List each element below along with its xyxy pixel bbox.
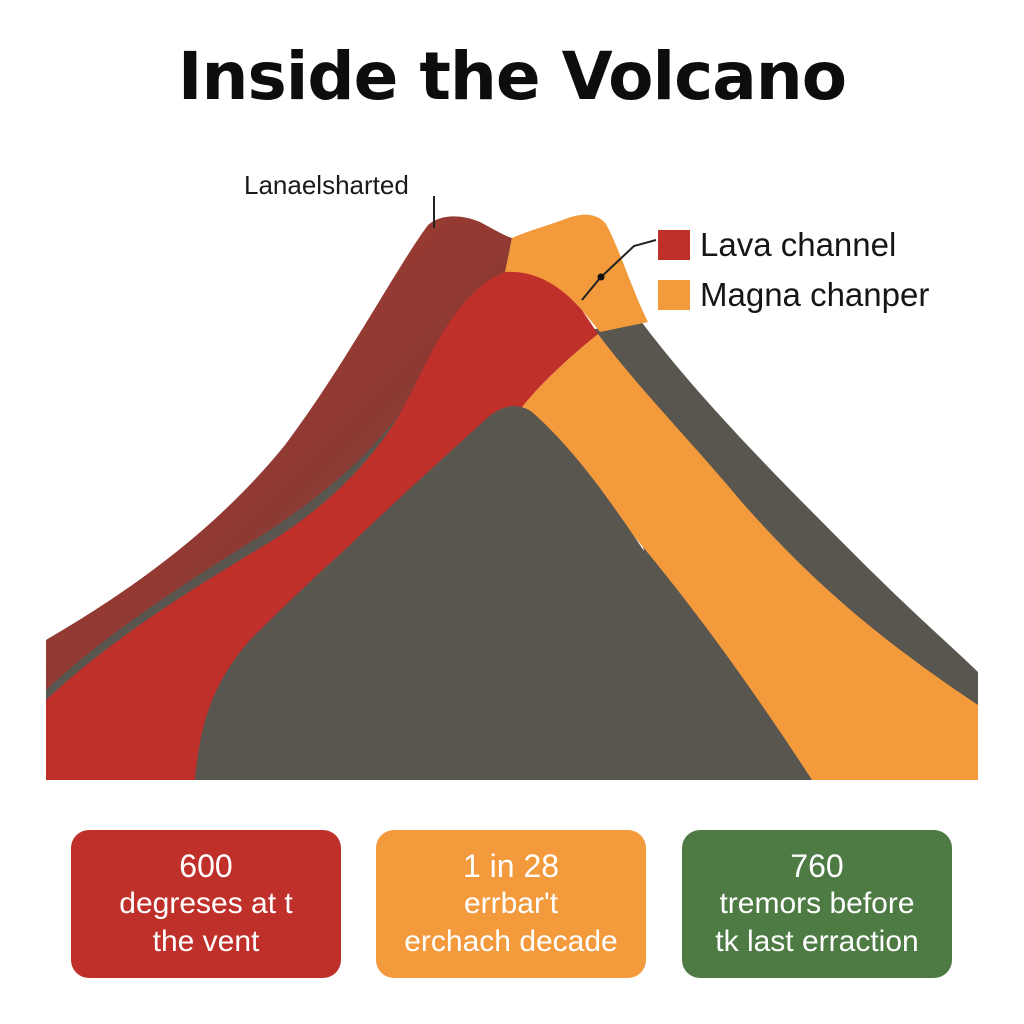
stat-line: the vent <box>152 925 260 958</box>
callout-label: Lanaelsharted <box>244 170 409 200</box>
legend-item-magma-chamber: Magna chanper <box>658 272 929 318</box>
stat-line: erchach decade <box>404 925 618 958</box>
stat-value: 1 in 28 <box>462 848 560 884</box>
magma-summit <box>505 214 648 332</box>
legend: Lava channel Magna chanper <box>658 222 929 322</box>
volcano-core <box>195 406 812 780</box>
legend-swatch <box>658 280 690 310</box>
legend-swatch <box>658 230 690 260</box>
stat-value: 760 <box>790 848 844 884</box>
lava-channel <box>46 271 598 780</box>
legend-leader-line <box>581 239 657 301</box>
volcano-diagram <box>46 196 978 780</box>
stat-card-temperature: 600 degreses at t the vent <box>71 830 341 978</box>
stat-cards: 600 degreses at t the vent 1 in 28 errba… <box>0 830 1024 980</box>
legend-label: Magna chanper <box>700 276 930 313</box>
stat-line: errbar't <box>463 887 559 920</box>
legend-leader-dot <box>597 273 605 281</box>
stat-card-tremors: 760 tremors before tk last erraction <box>682 830 952 978</box>
stat-card-frequency: 1 in 28 errbar't erchach decade <box>376 830 646 978</box>
legend-item-lava-channel: Lava channel <box>658 222 929 268</box>
red-crust <box>46 216 512 690</box>
stat-line: degreses at t <box>119 887 293 920</box>
stat-line: tremors before <box>719 887 915 920</box>
page-title: Inside the Volcano <box>177 38 847 115</box>
stat-line: tk last erraction <box>715 925 919 958</box>
magma-chamber <box>520 334 978 780</box>
legend-label: Lava channel <box>700 226 897 263</box>
stat-value: 600 <box>179 848 233 884</box>
